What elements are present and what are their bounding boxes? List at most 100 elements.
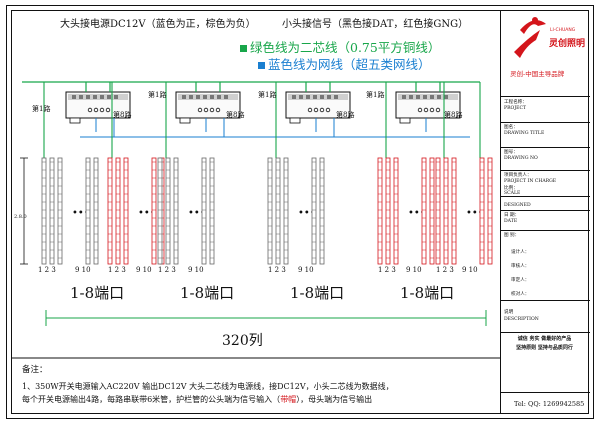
- contact-tel: Tel: QQ: 1269942585: [514, 400, 585, 408]
- tube-ellipsis-1: •••: [138, 208, 156, 219]
- tube-num-left-2: 1 2 3: [108, 266, 126, 274]
- controller-led-2-1: [203, 107, 209, 113]
- tb-approve-label: 审定人：: [511, 278, 530, 283]
- outer-frame: [6, 5, 594, 419]
- controller-port-1: [69, 117, 81, 124]
- notes-line-2-red: 带帽: [280, 395, 297, 404]
- blue-legend-text: 蓝色线为网线（超五类网线）: [268, 57, 431, 72]
- controller-led-1-3: [105, 107, 111, 113]
- controller-3-label-left: 第1路: [258, 91, 277, 99]
- tube-num-left-4: 1 2 3: [268, 266, 286, 274]
- green-legend-swatch: [240, 45, 247, 52]
- tube-1-1: [115, 157, 121, 265]
- controller-4-label-left: 第1路: [366, 91, 385, 99]
- tube-2-2: [173, 157, 179, 265]
- controller-terminal-4-5: [437, 95, 441, 99]
- tube-ellipsis-5: •••: [466, 208, 484, 219]
- tb-plan-cn: 图 别：: [504, 233, 520, 238]
- tb-date-cn: 日 期：: [504, 213, 520, 218]
- controller-terminal-3-5: [327, 95, 331, 99]
- tube-0-1: [49, 157, 55, 265]
- controller-1-label-right: 第8路: [113, 111, 132, 119]
- controller-terminal-1-2: [86, 95, 90, 99]
- tube-end-0-0: [85, 157, 91, 265]
- logo-figure-icon: [514, 30, 540, 58]
- tube-4-1: [385, 157, 391, 265]
- notes-line-2-b: ），母头端为信号输出: [296, 395, 373, 404]
- controller-led-4-3: [435, 107, 441, 113]
- controller-terminal-4-1: [409, 95, 413, 99]
- controller-terminal-4-4: [430, 95, 434, 99]
- tube-3-2: [283, 157, 289, 265]
- controller-top-strip-1: [68, 94, 128, 100]
- tube-5-1: [443, 157, 449, 265]
- tube-end-2-0: [201, 157, 207, 265]
- tb-check-label: 审核人：: [511, 264, 530, 269]
- blue-legend-swatch: [258, 62, 265, 69]
- tube-end-0-1: [93, 157, 99, 265]
- controller-port-3: [289, 117, 301, 124]
- tube-end-5-0: [479, 157, 485, 265]
- controller-port-4: [399, 117, 411, 124]
- controller-top-strip-2: [178, 94, 238, 100]
- controller-port-2: [179, 117, 191, 124]
- port-label-3: 1-8端口: [290, 284, 345, 302]
- tube-end-1-0: [151, 157, 157, 265]
- tube-num-right-1: 9 10: [75, 266, 91, 274]
- controller-top-strip-3: [288, 94, 348, 100]
- controller-led-3-0: [307, 107, 313, 113]
- logo-en-text: LI-CHUANG: [550, 28, 576, 33]
- motto-line-2: 坚持原则 坚持与品质同行: [516, 345, 573, 351]
- notes-line-2-a: 每个开关电源输出4路，每路串联带6米管，护栏管的公头端为信号输入（: [22, 395, 281, 404]
- tube-num-left-6: 1 2 3: [436, 266, 454, 274]
- tube-end-2-1: [209, 157, 215, 265]
- controller-terminal-1-1: [79, 95, 83, 99]
- controller-terminal-1-5: [107, 95, 111, 99]
- controller-terminal-1-3: [93, 95, 97, 99]
- tube-2-0: [157, 157, 163, 265]
- tube-num-right-6: 9 10: [462, 266, 478, 274]
- controller-terminal-4-3: [423, 95, 427, 99]
- dimension-label: 2.8.0: [14, 214, 27, 220]
- tube-end-5-1: [487, 157, 493, 265]
- controller-terminal-2-2: [196, 95, 200, 99]
- controller-terminal-3-3: [313, 95, 317, 99]
- controller-terminal-3-6: [334, 95, 338, 99]
- tube-0-2: [57, 157, 63, 265]
- controller-led-1-1: [93, 107, 99, 113]
- controller-3-label-right: 第8路: [336, 111, 355, 119]
- tb-desc-en: DESCRIPTION: [504, 317, 539, 322]
- controller-led-4-2: [429, 107, 435, 113]
- tb-scale-cn: 比例：: [504, 186, 518, 191]
- controller-led-4-0: [417, 107, 423, 113]
- controller-2-label-right: 第8路: [226, 111, 245, 119]
- tube-ellipsis-3: •••: [298, 208, 316, 219]
- controller-led-2-3: [215, 107, 221, 113]
- power-note: 大头接电源DC12V（蓝色为正，棕色为负）: [60, 19, 256, 30]
- logo-swoosh-icon: [520, 20, 546, 34]
- tube-num-right-2: 9 10: [136, 266, 152, 274]
- logo-head-icon: [532, 17, 538, 23]
- tb-drawing-no-en: DRAWING NO: [504, 156, 538, 161]
- controller-terminal-4-0: [402, 95, 406, 99]
- controller-4-label-right: 第8路: [444, 111, 463, 119]
- tube-1-2: [123, 157, 129, 265]
- controller-terminal-1-0: [72, 95, 76, 99]
- column-count: 320列: [222, 333, 263, 349]
- tube-num-right-3: 9 10: [188, 266, 204, 274]
- tb-in-charge-en: PROJECT IN CHARGE: [504, 179, 557, 184]
- controller-terminal-4-2: [416, 95, 420, 99]
- controller-1-label-left: 第1路: [32, 105, 51, 113]
- controller-top-strip-4: [398, 94, 458, 100]
- controller-terminal-3-1: [299, 95, 303, 99]
- tube-5-0: [435, 157, 441, 265]
- tube-end-4-1: [429, 157, 435, 265]
- controller-led-3-3: [325, 107, 331, 113]
- controller-terminal-1-6: [114, 95, 118, 99]
- controller-terminal-2-6: [224, 95, 228, 99]
- tb-date-en: DATE: [504, 219, 518, 224]
- green-legend: 绿色线为二芯线（0.75平方铜线）: [240, 37, 440, 56]
- title-block: 工程名称： PROJECT 图名： DRAWING TITLE 图号： DRAW…: [500, 10, 590, 414]
- tb-design-label: 设计人：: [511, 250, 530, 255]
